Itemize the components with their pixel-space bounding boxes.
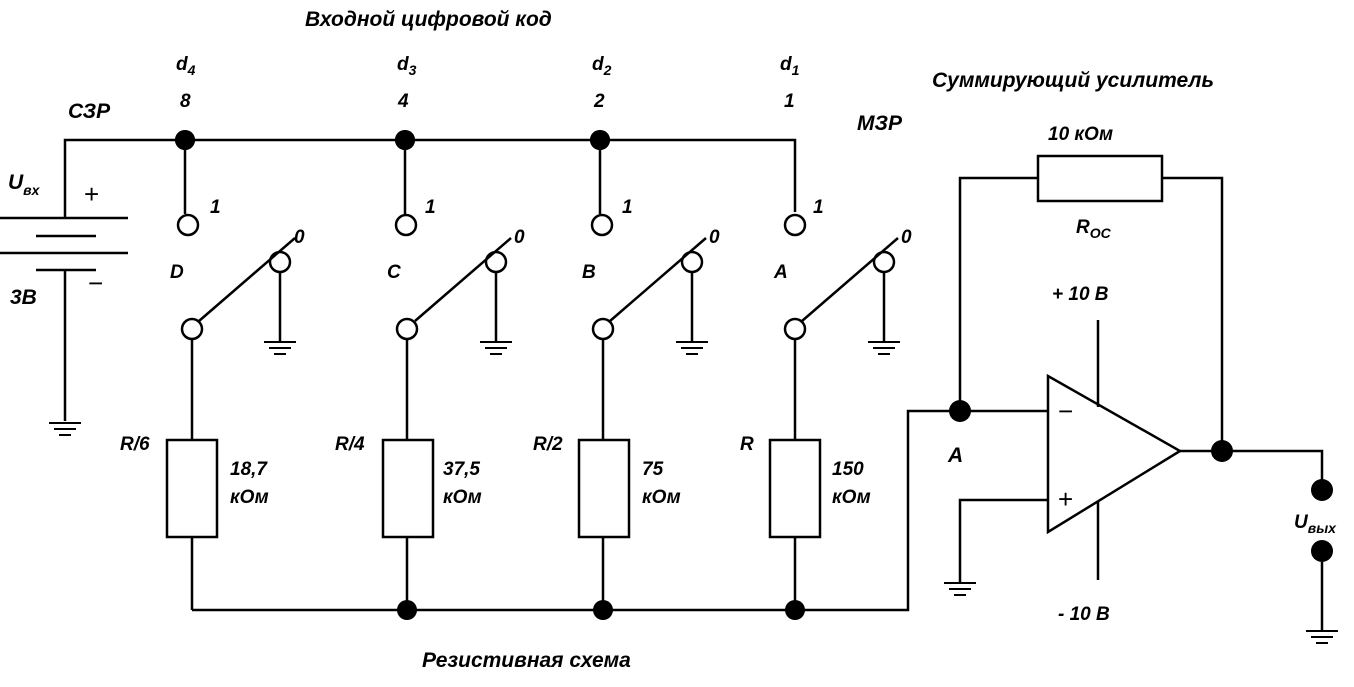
ground-icon [868, 341, 900, 355]
contact-one-label: 1 [813, 197, 824, 218]
bit-branch-d1: d1 1 1 0 A R 150 кОм [740, 54, 912, 610]
ground-icon [49, 422, 81, 436]
switch-blade [801, 237, 899, 322]
output-junction-node [1211, 440, 1233, 462]
resistor-unit: кОм [443, 487, 482, 508]
resistive-network-title: Резистивная схема [422, 649, 631, 672]
switch-pivot [180, 317, 204, 341]
resistor-name: R/2 [533, 434, 563, 455]
feedback-resistor [1036, 154, 1164, 203]
feedback-resistor-value: 10 кОм [1048, 124, 1113, 145]
ground-icon [944, 582, 976, 596]
resistor-value: 18,7 [230, 459, 268, 480]
switch-pivot [783, 317, 807, 341]
feedback-wire-left [958, 176, 1038, 411]
bit-label: d4 [176, 54, 196, 78]
input-code-title: Входной цифровой код [305, 8, 552, 31]
output-terminal [1311, 479, 1333, 501]
bit-label: d3 [397, 54, 417, 78]
ground-icon [1306, 630, 1338, 644]
source-voltage-symbol: Uвх [8, 171, 41, 198]
bit-weight: 1 [784, 91, 795, 112]
contact-zero-label: 0 [709, 227, 720, 248]
switch-blade [414, 237, 512, 322]
switch-label: D [170, 262, 184, 283]
summing-amplifier: А 10 кОм RОС + 10 В - 10 В − + [944, 124, 1338, 644]
feedback-wire-right [1162, 176, 1224, 451]
noninverting-ground-wire [958, 498, 1048, 582]
bottom-junction-node [785, 600, 805, 620]
bit-branch-d2: d2 2 1 0 B R/2 75 кОм [533, 54, 720, 610]
bit-weight: 8 [180, 91, 191, 112]
noninverting-input-sign: + [1058, 484, 1073, 514]
contact-zero-label: 0 [294, 227, 305, 248]
contact-zero-terminal [268, 250, 292, 274]
bit-label: d2 [592, 54, 612, 78]
summing-amplifier-title: Суммирующий усилитель [932, 69, 1214, 92]
summing-node-label: А [947, 444, 963, 467]
resistor-name: R [740, 434, 754, 455]
contact-one-terminal [590, 213, 614, 237]
resistor-name: R/6 [120, 434, 150, 455]
bit-branch-d4: d4 8 1 0 D R/6 18,7 кОм [120, 54, 305, 610]
bit-branch-d3: d3 4 1 0 C R/4 37,5 кОм [335, 54, 525, 610]
contact-one-terminal [783, 213, 807, 237]
resistor-value: 75 [642, 459, 664, 480]
ground-icon [264, 341, 296, 355]
source-minus-sign: − [88, 268, 103, 298]
switch-label: B [582, 262, 596, 283]
resistor [381, 438, 435, 539]
opamp-triangle [1046, 373, 1183, 535]
contact-one-label: 1 [622, 197, 633, 218]
output-wire [1180, 449, 1324, 480]
contact-one-terminal [394, 213, 418, 237]
source-top-wire [63, 138, 185, 218]
top-bus-wire [185, 138, 797, 212]
contact-zero-label: 0 [514, 227, 525, 248]
switch-blade [609, 237, 707, 322]
output-voltage-symbol: Uвых [1294, 512, 1337, 536]
source-voltage-value: 3В [10, 286, 37, 309]
resistor-unit: кОм [230, 487, 269, 508]
resistor [768, 438, 822, 539]
bit-label: d1 [780, 54, 800, 78]
inverting-input-sign: − [1058, 396, 1073, 426]
top-junction-node [590, 130, 610, 150]
output-return-terminal [1311, 540, 1333, 562]
contact-one-terminal [176, 213, 200, 237]
bit-weight: 2 [593, 91, 605, 112]
switch-pivot [395, 317, 419, 341]
switch-label: A [773, 262, 788, 283]
resistor-unit: кОм [642, 487, 681, 508]
supply-negative-label: - 10 В [1058, 604, 1110, 625]
ground-icon [676, 341, 708, 355]
top-junction-node [395, 130, 415, 150]
reference-source: Uвх + − 3В [0, 138, 185, 436]
top-junction-node [175, 130, 195, 150]
msb-label: СЗР [68, 100, 111, 123]
ground-icon [480, 341, 512, 355]
lsb-label: МЗР [857, 112, 903, 135]
feedback-resistor-name: RОС [1076, 217, 1112, 241]
bottom-junction-node [397, 600, 417, 620]
switch-pivot [591, 317, 615, 341]
contact-one-label: 1 [210, 197, 221, 218]
bit-weight: 4 [397, 91, 409, 112]
resistor-unit: кОм [832, 487, 871, 508]
bottom-junction-node [593, 600, 613, 620]
switch-label: C [387, 262, 401, 283]
source-plus-sign: + [84, 179, 99, 209]
contact-zero-terminal [484, 250, 508, 274]
resistor-value: 150 [832, 459, 864, 480]
supply-positive-label: + 10 В [1052, 284, 1109, 305]
bottom-bus-wire [192, 409, 1048, 612]
switch-blade [198, 237, 296, 322]
resistor-name: R/4 [335, 434, 365, 455]
resistor [165, 438, 219, 539]
contact-zero-label: 0 [901, 227, 912, 248]
resistor-value: 37,5 [443, 459, 480, 480]
contact-one-label: 1 [425, 197, 436, 218]
resistor [577, 438, 631, 539]
